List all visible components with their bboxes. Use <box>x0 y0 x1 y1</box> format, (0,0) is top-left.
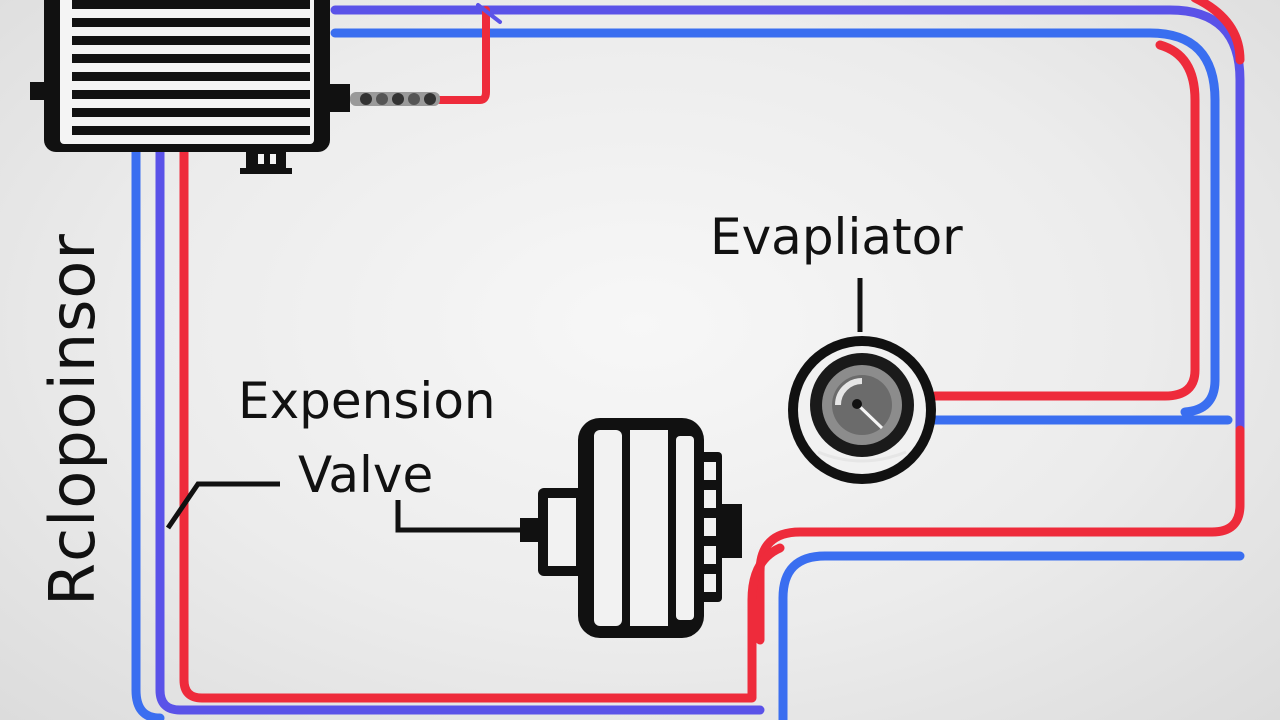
evaporator-label: Evapliator <box>710 208 963 266</box>
radiator-icon <box>30 0 350 174</box>
condenser-unit <box>30 0 440 174</box>
expansion-valve-unit <box>395 418 742 638</box>
condenser-fitting-icon <box>350 92 440 106</box>
top-inner-cold-pipe <box>330 28 1220 417</box>
expansion-valve-leader-line <box>395 500 522 533</box>
compressor-leader-line <box>165 481 280 530</box>
condenser-hot-connector <box>436 6 490 104</box>
condenser-cold-connector <box>476 3 502 24</box>
left-cold-outer-pipe <box>131 147 165 720</box>
compressor-label: Rclopoinsor <box>36 233 109 606</box>
lower-cold-pipe <box>778 551 1245 720</box>
top-outer-hot-pipe <box>1190 0 1245 65</box>
valve-motor-icon <box>520 418 742 638</box>
evaporator-unit <box>788 278 936 484</box>
expansion-valve-label-line2: Valve <box>298 446 434 504</box>
left-cold-inner-pipe <box>155 147 765 715</box>
top-outer-cold-pipe <box>330 5 1245 435</box>
left-hot-pipe <box>179 147 785 703</box>
gauge-icon <box>788 336 936 484</box>
pipe-network <box>131 0 1245 720</box>
expansion-valve-label-line1: Expension <box>238 372 496 430</box>
evaporator-hot-pipe <box>930 40 1200 401</box>
